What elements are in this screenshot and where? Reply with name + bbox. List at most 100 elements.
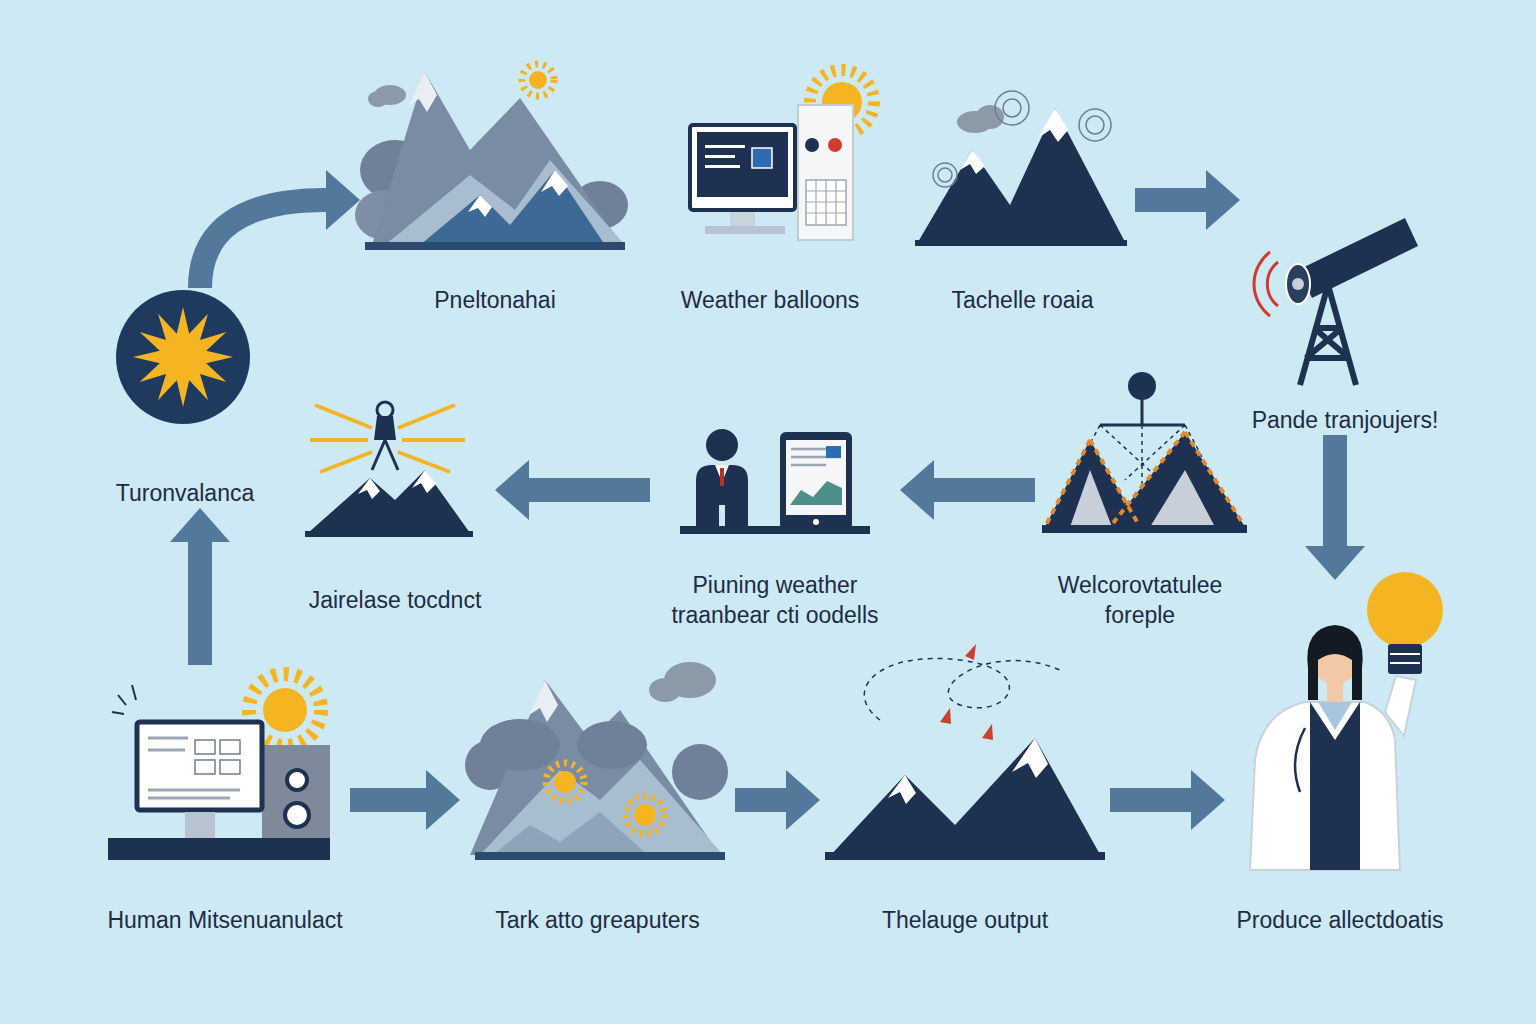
step-label: Piuning weather traanbear cti oodells [655, 570, 895, 630]
arrow-shaft [1110, 788, 1191, 812]
snow-cap [960, 150, 985, 174]
snow-cap [541, 170, 568, 196]
star-badge-icon [116, 290, 250, 424]
arrow-shaft [529, 478, 650, 502]
step-label: Welcorovtatulee foreple [1040, 570, 1240, 630]
radio-telescope-icon [1254, 218, 1418, 385]
arrow-head [170, 508, 230, 542]
knob [805, 138, 819, 152]
mountain [385, 160, 625, 245]
screen-icon [752, 148, 772, 168]
desk [108, 838, 330, 860]
arrow-head [1305, 546, 1365, 580]
screen [697, 132, 788, 197]
screen-icon [826, 446, 841, 458]
light-bulb [1367, 572, 1443, 648]
speaker [287, 770, 307, 790]
arrow-head [326, 170, 360, 230]
inner-suit [1310, 702, 1360, 870]
snow-cap [1012, 738, 1048, 778]
cloud [577, 721, 647, 769]
cloud [672, 744, 728, 800]
flow-arrow [1110, 770, 1225, 830]
lamp [374, 416, 396, 440]
person-body [696, 465, 748, 528]
mountain-swirl-icon [915, 91, 1127, 246]
flow-step: Thelauge output [820, 640, 1110, 935]
lens [1292, 278, 1304, 290]
mountain [490, 812, 650, 857]
step-label: Jairelase tocdnct [309, 585, 482, 615]
mountain [308, 470, 470, 533]
tent-face [1150, 470, 1215, 527]
leg-gap [719, 505, 725, 526]
mountain [372, 72, 622, 245]
arrow-shaft [200, 200, 326, 288]
mountain [1110, 432, 1245, 527]
step-label: Weather balloons [681, 285, 860, 315]
rocket [965, 644, 976, 660]
flow-step: Pande tranjoujers! [1240, 205, 1450, 435]
tablet-screen [786, 440, 846, 515]
mountain-sun-icon [465, 662, 728, 860]
arrow-head [426, 770, 460, 830]
speaker [285, 803, 309, 827]
snow-cap [529, 680, 558, 722]
screen-line [705, 155, 735, 158]
arrow-shaft [188, 542, 212, 665]
snow-cap [468, 195, 492, 217]
sun [634, 804, 656, 826]
swirl [1003, 99, 1021, 117]
arrow-head [900, 460, 934, 520]
arrow-shaft [934, 478, 1035, 502]
flow-arrow [1135, 170, 1240, 230]
stethoscope [1295, 728, 1305, 792]
mountain [828, 738, 1102, 858]
lab-coat [1250, 702, 1400, 870]
shirt [1318, 702, 1352, 730]
flight-path [864, 658, 1060, 720]
screen-grid [195, 740, 240, 774]
screen-line [705, 145, 745, 148]
rope-stripes [1045, 432, 1245, 527]
flow-arrow [350, 770, 460, 830]
rocket [982, 724, 993, 740]
sun [529, 71, 547, 89]
monitor-stand [730, 212, 755, 226]
step-label: Pande tranjoujers! [1252, 405, 1439, 435]
flow-step: Turonvalanca [105, 288, 265, 508]
snow-cap [412, 470, 436, 493]
ground [305, 531, 473, 537]
sun [554, 771, 576, 793]
flow-arrow [495, 460, 650, 520]
weather-station-icon [690, 70, 874, 240]
flow-arrow [735, 770, 820, 830]
arrow-shaft [1135, 188, 1206, 212]
telescope-dish [1286, 264, 1310, 304]
hair [1307, 625, 1362, 700]
flow-step: Piuning weather traanbear cti oodells [650, 400, 900, 630]
cloud [480, 719, 560, 771]
lamp-top [377, 402, 393, 418]
monitor [137, 722, 262, 810]
ground [365, 242, 625, 250]
swirl [1086, 116, 1104, 134]
arrow-head [1191, 770, 1225, 830]
cloud [368, 91, 388, 107]
snow-cap [358, 478, 380, 499]
spotlight-mountain-icon [305, 402, 473, 537]
cloud [976, 105, 1004, 129]
chart [790, 481, 842, 505]
balloon-rig-icon [1042, 372, 1247, 533]
ground [1042, 525, 1247, 533]
mountain-flight-icon [825, 644, 1105, 860]
balloon [1128, 372, 1156, 400]
computer-sun-icon [108, 674, 330, 860]
tablet-button [813, 519, 819, 525]
monitor-stand [185, 812, 215, 838]
tent-face [1070, 470, 1112, 527]
flow-arrow [1305, 435, 1365, 580]
